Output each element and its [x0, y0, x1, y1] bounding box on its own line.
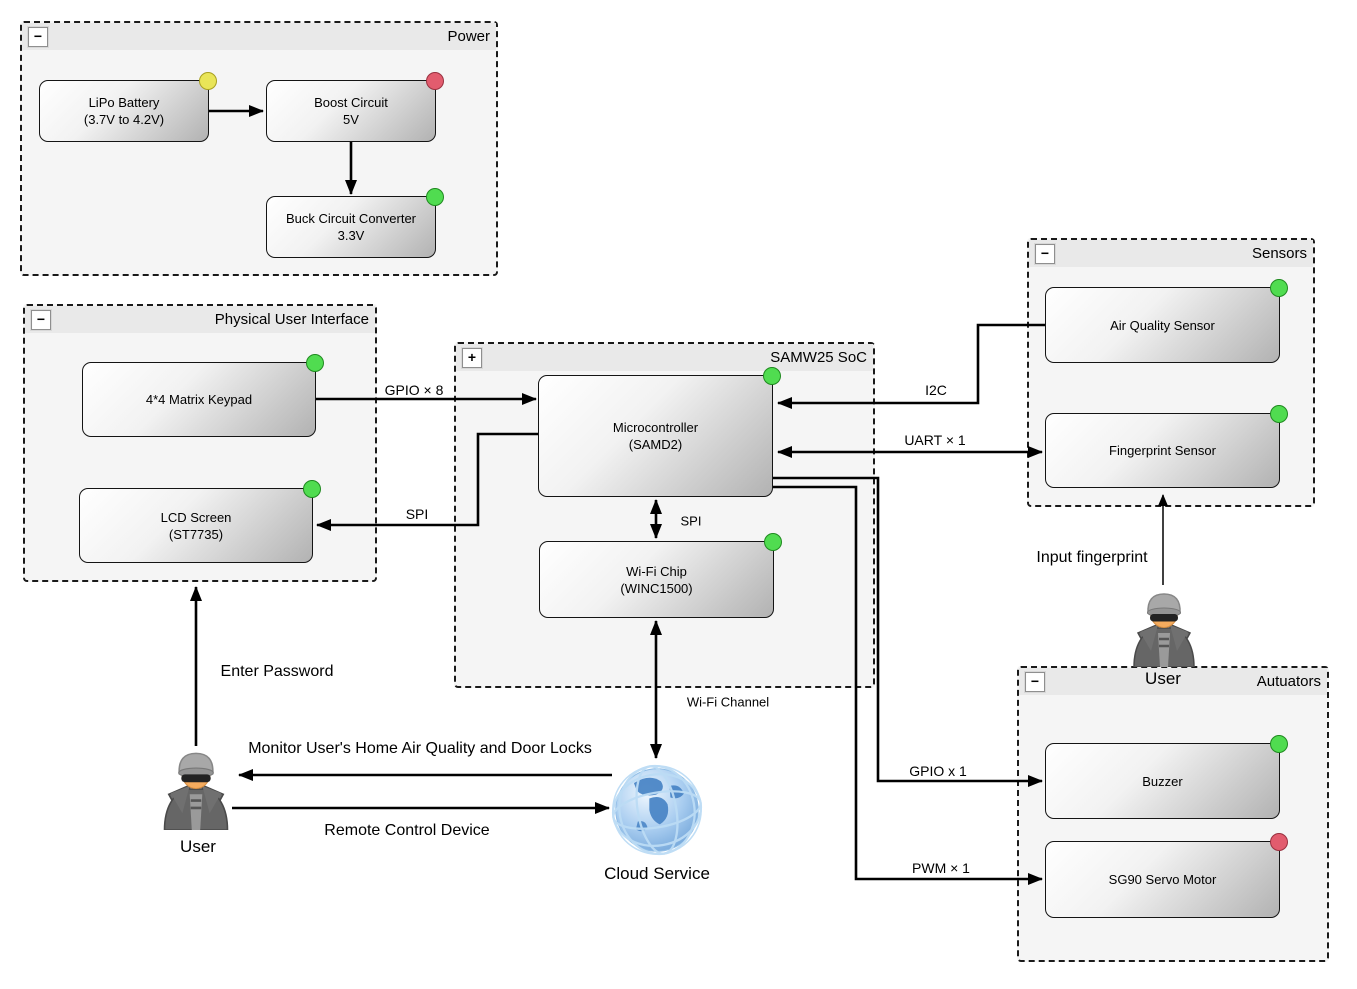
edge-label-uart[interactable]: UART × 1: [904, 432, 966, 448]
block-buzzer[interactable]: Buzzer: [1045, 735, 1288, 819]
group-actuators-header: − Autuators: [1019, 668, 1327, 695]
block-fingerprint-sensor[interactable]: Fingerprint Sensor: [1045, 405, 1288, 488]
block-sublabel: 3.3V: [337, 228, 365, 243]
edge-label-gpio8[interactable]: GPIO × 8: [384, 382, 444, 398]
block-buck-converter[interactable]: Buck Circuit Converter 3.3V: [266, 188, 444, 258]
collapse-icon[interactable]: −: [1025, 672, 1045, 692]
edge-label-input-fingerprint[interactable]: Input fingerprint: [1036, 549, 1148, 566]
status-dot: [1270, 279, 1288, 297]
block-air-quality-sensor[interactable]: Air Quality Sensor: [1045, 279, 1288, 363]
status-dot: [1270, 833, 1288, 851]
collapse-icon[interactable]: −: [1035, 244, 1055, 264]
block-label: Fingerprint Sensor: [1109, 443, 1216, 458]
edge-label-i2c[interactable]: I2C: [925, 382, 947, 398]
edge-label-spi-wifi[interactable]: SPI: [680, 513, 702, 529]
group-pui-header: − Physical User Interface: [25, 306, 375, 333]
block-microcontroller[interactable]: Microcontroller (SAMD2): [538, 367, 781, 497]
edge-label-wifi-channel[interactable]: Wi-Fi Channel: [686, 694, 770, 710]
status-dot: [306, 354, 324, 372]
block-wifi-chip[interactable]: Wi-Fi Chip(WINC1500): [539, 533, 782, 618]
group-pui-title: Physical User Interface: [214, 311, 369, 328]
group-sensors-header: − Sensors: [1029, 240, 1313, 267]
block-sublabel: (SAMD2): [628, 437, 683, 452]
block-servo-motor[interactable]: SG90 Servo Motor: [1045, 833, 1288, 918]
group-sensors-title: Sensors: [1251, 245, 1307, 262]
block-label: Buck Circuit Converter: [285, 211, 417, 226]
block-sublabel: (ST7735): [168, 526, 224, 542]
block-lipo-battery[interactable]: LiPo Battery (3.7V to 4.2V): [39, 72, 217, 142]
edge-mcu-to-servo-pwm1[interactable]: [773, 485, 1043, 885]
block-label: SG90 Servo Motor: [1108, 872, 1217, 887]
block-label: LCD Screen: [160, 509, 232, 525]
user-icon-fingerprint[interactable]: [1128, 587, 1200, 668]
status-dot: [1270, 405, 1288, 423]
user-label: User: [180, 837, 216, 856]
cloud-service-label: Cloud Service: [604, 864, 710, 883]
edge-mcu-to-lcd-spi[interactable]: [316, 432, 538, 531]
block-label: Wi-Fi Chip: [626, 563, 687, 579]
block-boost-circuit[interactable]: Boost Circuit 5V: [266, 72, 444, 142]
block-label: LiPo Battery: [88, 95, 160, 110]
group-power-header: − Power: [22, 23, 496, 50]
status-dot: [426, 188, 444, 206]
block-label: Buzzer: [1142, 773, 1183, 789]
collapse-icon[interactable]: −: [31, 310, 51, 330]
block-label: 4*4 Matrix Keypad: [145, 392, 253, 407]
group-power[interactable]: − Power: [20, 21, 498, 276]
user-fingerprint-label: User: [1145, 669, 1181, 688]
status-dot: [764, 533, 782, 551]
expand-icon[interactable]: +: [462, 348, 482, 368]
collapse-icon[interactable]: −: [28, 27, 48, 47]
block-lcd-screen[interactable]: LCD Screen(ST7735): [79, 480, 321, 563]
user-icon[interactable]: [158, 746, 234, 831]
edge-label-enter-password[interactable]: Enter Password: [220, 663, 334, 680]
block-sublabel: (3.7V to 4.2V): [83, 112, 165, 127]
group-soc-title: SAMW25 SoC: [770, 349, 867, 366]
block-matrix-keypad[interactable]: 4*4 Matrix Keypad: [82, 354, 324, 437]
edge-label-spi-lcd[interactable]: SPI: [405, 506, 429, 522]
edge-label-gpio1[interactable]: GPIO x 1: [909, 763, 967, 779]
edge-label-remote[interactable]: Remote Control Device: [324, 822, 490, 839]
block-sublabel: (WINC1500): [620, 580, 693, 596]
block-label: Boost Circuit: [314, 95, 388, 110]
edge-label-monitor[interactable]: Monitor User's Home Air Quality and Door…: [248, 740, 592, 757]
block-sublabel: 5V: [343, 112, 359, 127]
edge-mcu-to-buzzer-gpio1[interactable]: [773, 476, 1043, 787]
group-actuators-title: Autuators: [1256, 673, 1321, 690]
block-label: Microcontroller: [612, 420, 699, 435]
cloud-service-icon[interactable]: [609, 762, 705, 858]
status-dot: [199, 72, 217, 90]
status-dot: [303, 480, 321, 498]
edge-label-pwm1[interactable]: PWM × 1: [912, 860, 970, 876]
group-soc-header: + SAMW25 SoC: [456, 344, 873, 371]
status-dot: [426, 72, 444, 90]
edge-airquality-to-mcu-i2c[interactable]: [777, 323, 1045, 409]
status-dot: [1270, 735, 1288, 753]
status-dot: [763, 367, 781, 385]
block-label: Air Quality Sensor: [1110, 317, 1215, 333]
group-power-title: Power: [447, 28, 490, 45]
